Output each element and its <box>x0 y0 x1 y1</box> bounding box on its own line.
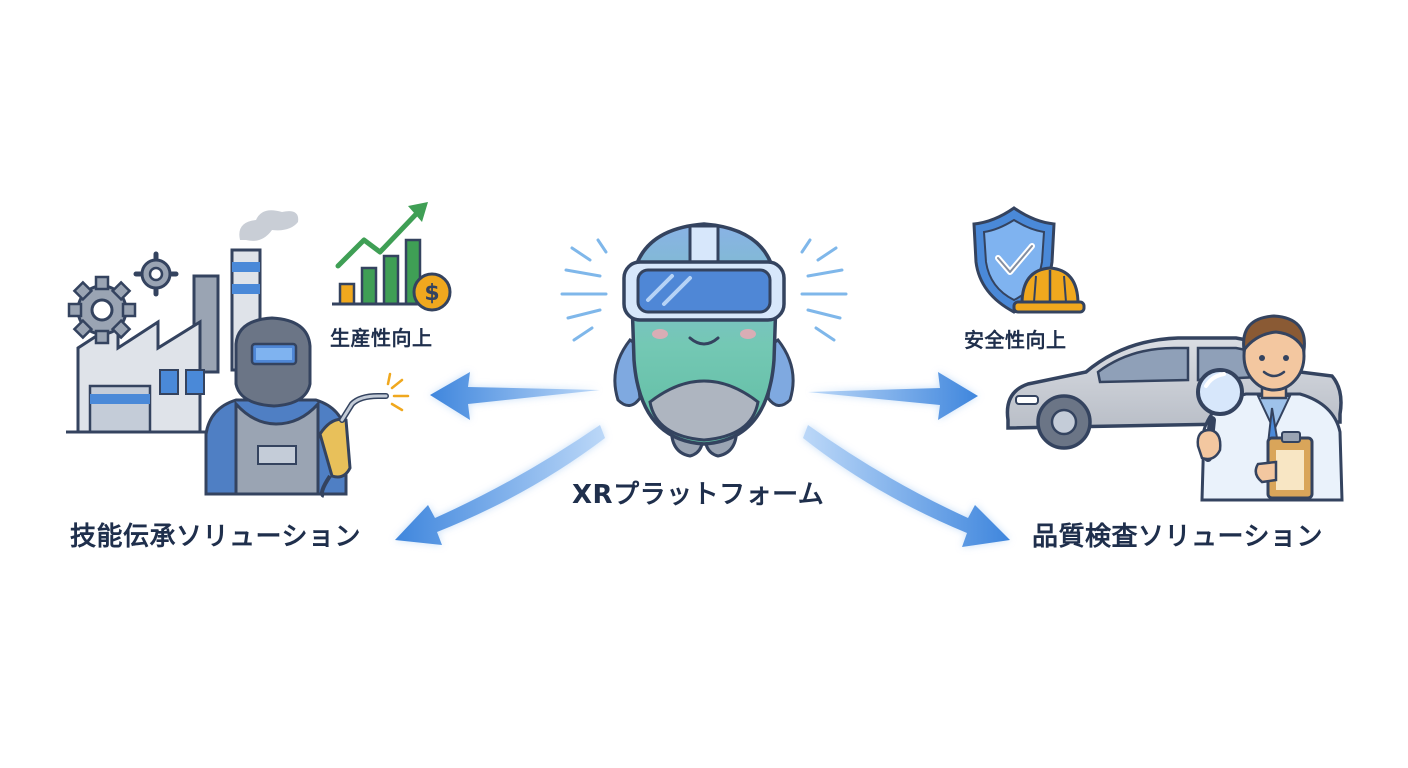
arrow-to-right-solution <box>803 425 1010 547</box>
svg-text:$: $ <box>424 281 439 306</box>
arrow-to-right-benefit <box>808 372 978 420</box>
left-solution-label: 技能伝承ソリューション <box>70 522 361 552</box>
benefit-safety-label: 安全性向上 <box>964 328 1067 352</box>
arrow-to-left-solution <box>395 425 605 545</box>
right-solution-label: 品質検査ソリューション <box>1032 522 1323 552</box>
growth-chart-icon <box>332 202 428 306</box>
dollar-coin-icon: $ <box>412 272 452 312</box>
small-gear-icon <box>133 251 179 297</box>
magnifier-icon <box>1196 368 1244 462</box>
benefit-productivity-label: 生産性向上 <box>330 326 433 350</box>
gear-icon <box>67 275 137 345</box>
inspector-icon <box>1200 314 1344 502</box>
hard-hat-icon <box>1012 266 1086 314</box>
vr-headset-mascot-icon <box>560 222 848 458</box>
center-platform-label: XRプラットフォーム <box>572 480 825 510</box>
arrow-to-left-benefit <box>430 372 600 420</box>
welder-icon <box>204 316 410 498</box>
